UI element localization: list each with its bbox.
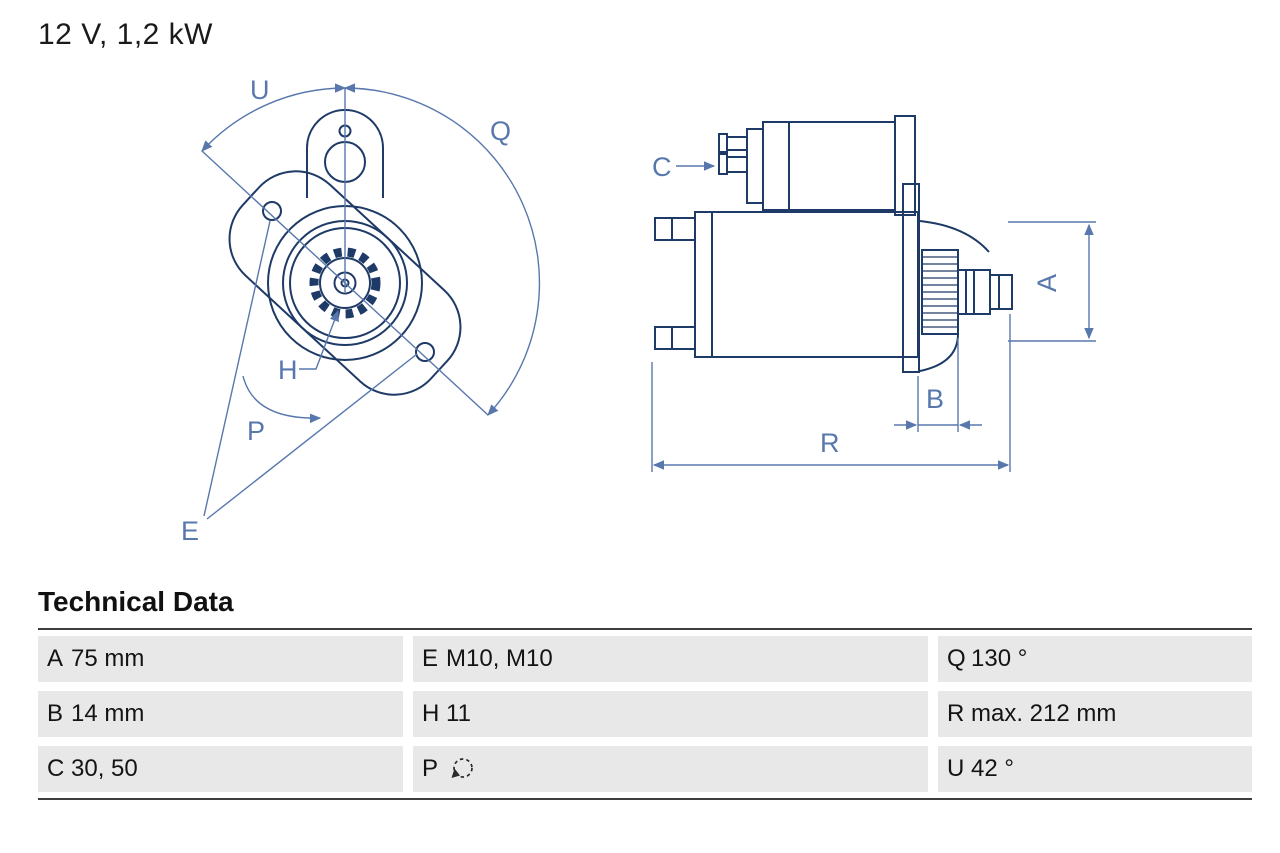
dim-label-b: B: [926, 384, 944, 414]
terminal-studs: [718, 133, 748, 175]
table-cell-a: A 75 mm: [38, 636, 403, 682]
front-view-drawing: U Q H P E: [181, 75, 541, 546]
dim-label-a: A: [1032, 274, 1062, 292]
table-cell-e: E M10, M10: [413, 636, 928, 682]
table-cell-u: U 42 °: [938, 746, 1252, 792]
dim-label-e: E: [181, 516, 199, 546]
spec-value: 42 °: [971, 755, 1014, 782]
mounting-hole-top-left: [262, 201, 282, 221]
table-cell-h: H 11: [413, 691, 928, 737]
spec-value: max. 212 mm: [971, 700, 1117, 727]
dim-e-leaders: [203, 220, 418, 520]
dim-arc-q: [343, 83, 541, 416]
table-cell-q: Q 130 °: [938, 636, 1252, 682]
technical-data-heading: Technical Data: [38, 586, 234, 617]
rotation-ccw-icon: [451, 758, 473, 778]
mounting-hole-bottom-right: [415, 342, 435, 362]
spec-label: P: [422, 755, 439, 782]
table-row: B 14 mm H 11 R max. 212 mm: [38, 691, 1252, 737]
spec-label: U: [947, 755, 965, 782]
spec-value: 75 mm: [71, 645, 145, 672]
table-row: C 30, 50 P U 42 °: [38, 746, 1252, 792]
dim-p-rotation-arc: [242, 375, 322, 424]
table-cell-r: R max. 212 mm: [938, 691, 1252, 737]
dim-label-p: P: [247, 416, 265, 446]
table-cell-c: C 30, 50: [38, 746, 403, 792]
dim-label-r: R: [820, 428, 840, 458]
spec-label: Q: [947, 645, 966, 672]
spec-label: E: [422, 645, 439, 672]
side-view-drawing: C A B R: [651, 115, 1096, 472]
spec-value: M10, M10: [446, 645, 553, 672]
dim-label-h: H: [278, 355, 298, 385]
dim-label-u: U: [250, 75, 270, 105]
technical-data-table: A 75 mm E M10, M10 Q 130 ° B 14 mm H 11: [38, 628, 1252, 800]
dim-r: [651, 314, 1011, 472]
table-cell-b: B 14 mm: [38, 691, 403, 737]
spec-label: B: [47, 700, 64, 727]
starter-motor-drawing: U Q H P E: [181, 75, 1096, 546]
spec-value: 14 mm: [71, 700, 145, 727]
spec-label: A: [47, 645, 64, 672]
dim-diagonal-through-holes: [201, 150, 489, 416]
dim-a: [1008, 221, 1096, 342]
solenoid: [718, 115, 916, 216]
dim-arc-u: [201, 83, 347, 152]
pinion-gear: [921, 249, 959, 335]
table-cell-p: P: [413, 746, 928, 792]
spec-label: C: [47, 755, 65, 782]
dim-b: [894, 338, 982, 432]
dim-label-c: C: [652, 152, 672, 182]
page-title: 12 V, 1,2 kW: [38, 18, 213, 51]
spec-label: H: [422, 700, 440, 727]
table-row: A 75 mm E M10, M10 Q 130 °: [38, 636, 1252, 682]
spec-value: 30, 50: [71, 755, 138, 782]
spec-value: 130 °: [971, 645, 1028, 672]
motor-body: [654, 211, 919, 358]
dim-label-q: Q: [490, 116, 511, 146]
dim-h-leader: [299, 309, 339, 370]
spec-label: R: [947, 700, 965, 727]
spec-value: 11: [446, 700, 471, 727]
